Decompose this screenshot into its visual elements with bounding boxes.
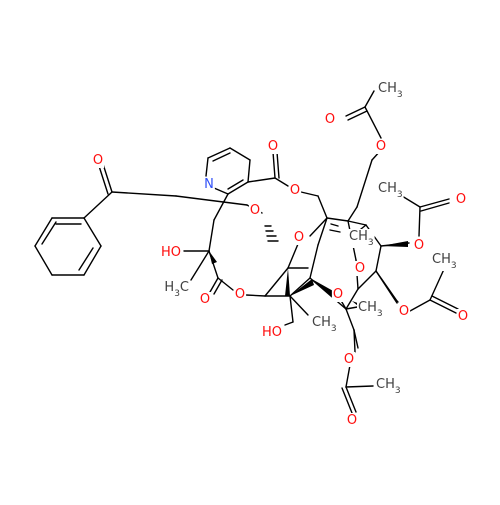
o-core-1: O [294,230,304,245]
o-ring-ester-1: O [290,183,300,198]
pyridine-ring [205,147,251,195]
ho-bottom: HO [262,325,282,340]
hashed-bonds [264,223,341,242]
atom-labels: O CH3 O CH3 O O CH3 O O O CH3 O O O O N … [91,81,470,428]
acetyl-top [345,90,382,139]
benzene-ring [34,217,102,276]
o-benzoyl-carbonyl: O [93,153,103,168]
benzoyl-linker [83,163,248,219]
n-pyridine: N [204,177,214,192]
bond-lines [34,90,459,414]
o-ring-ester-2: O [250,203,260,218]
pyridine-ester [247,151,328,219]
acetyl-bottom [341,329,374,414]
o-core-3: O [333,287,343,302]
o-acetyl-2-ester: O [414,238,424,253]
ch3-core-upper: CH3 [349,229,374,248]
o-lactone-carbonyl: O [200,292,210,307]
ch3-acetyl-2: CH3 [378,181,403,200]
o-acetyl-bottom-ester: O [344,352,354,367]
o-pyridine-carbonyl: O [268,139,278,154]
o-acetyl-2-carbonyl: O [456,192,466,207]
h3c-left: H3C [164,280,189,299]
o-acetyl-bottom-carbonyl: O [347,413,357,428]
acetyl-3 [375,266,459,314]
ch3-acetyl-bottom: CH3 [376,377,401,396]
ch3-acetyl-3: CH3 [432,252,457,271]
ch3-core-lower: CH3 [312,315,337,334]
o-acetyl-top-ester: O [376,139,386,154]
ho-left: HO [161,245,181,260]
macrocycle-left [183,193,266,297]
o-core-2: O [355,261,365,276]
o-acetyl-3-carbonyl: O [458,309,468,324]
o-acetyl-3-ester: O [399,304,409,319]
o-acetyl-top-carbonyl: O [325,112,335,127]
ch3-acetyl-top: CH3 [378,81,403,100]
ch3-core-mid: CH3 [358,300,383,319]
o-lactone-ring: O [235,287,245,302]
